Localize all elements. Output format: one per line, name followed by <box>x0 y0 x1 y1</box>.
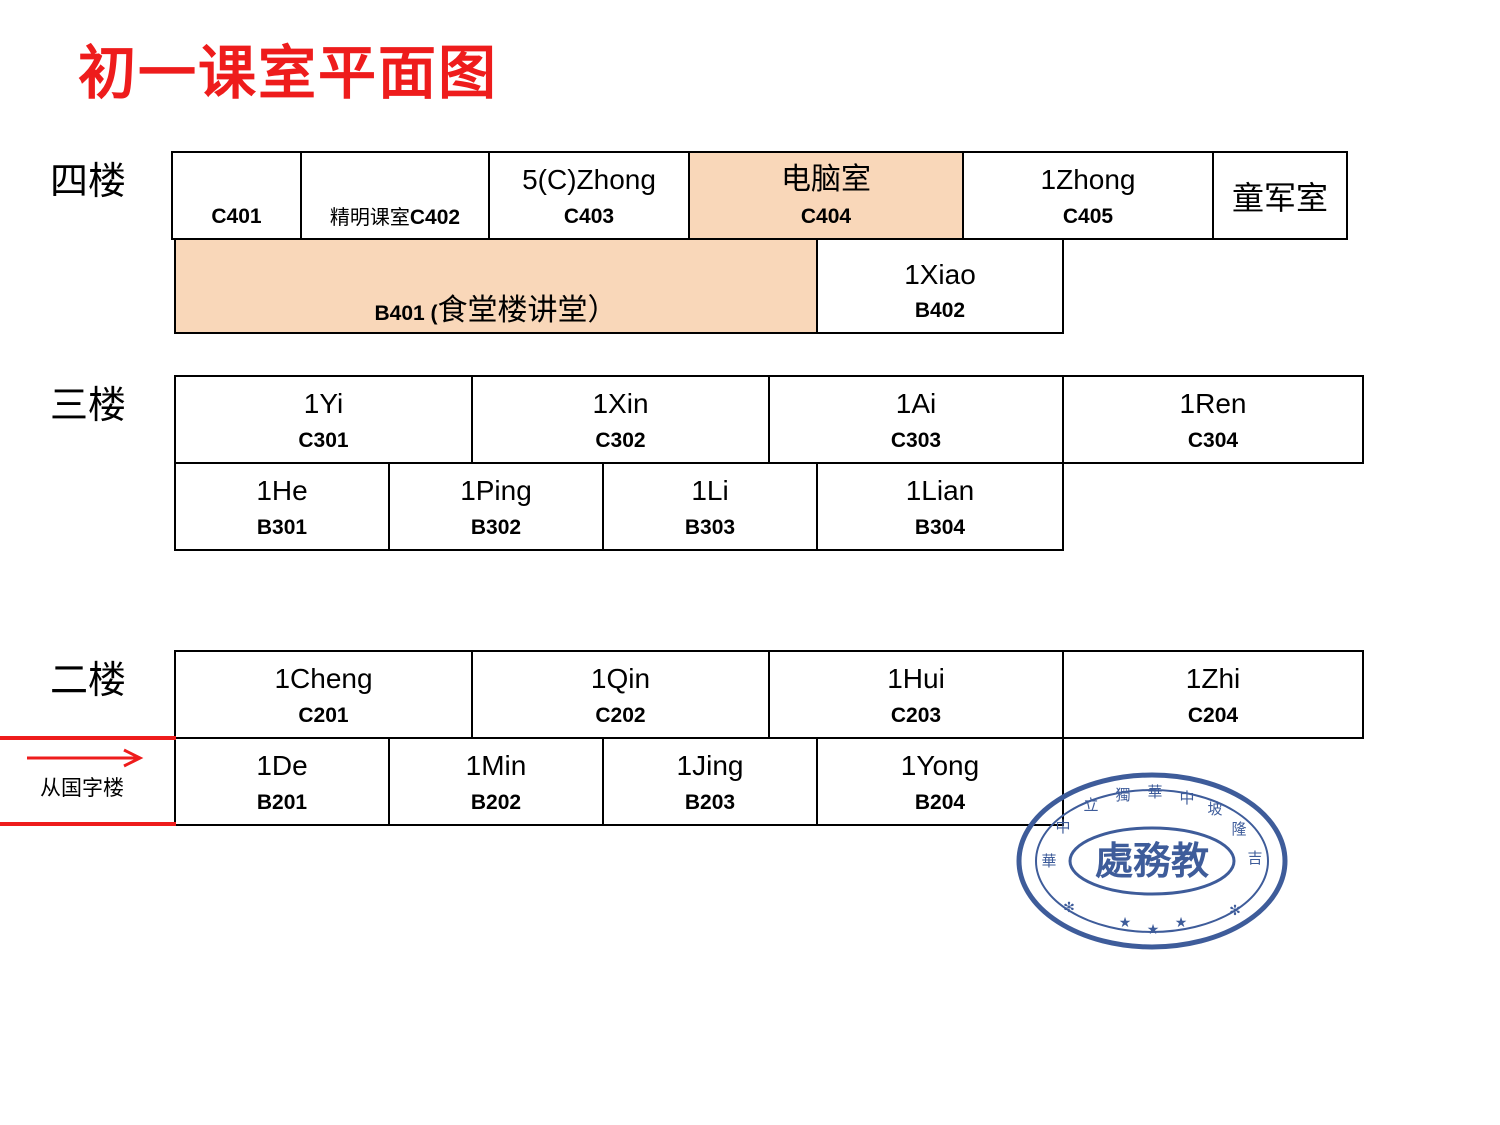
room-code: C303 <box>890 429 942 452</box>
seal-stamp: 處務教 華 中 立 獨 華 中 坡 隆 吉 ★ ★ ★ ✻ ✻ <box>1016 772 1288 950</box>
room-b201: 1De B201 <box>174 737 390 826</box>
room-name: 1Xiao <box>904 259 976 290</box>
room-name: 1Min <box>465 750 527 781</box>
room-name: 童军室 <box>1231 178 1328 217</box>
room-code: B401 ( <box>374 302 438 325</box>
svg-text:中: 中 <box>1055 818 1070 836</box>
room-name: 1Ren <box>1179 388 1247 419</box>
room-name: 1Li <box>691 475 729 506</box>
stamp-center-text: 處務教 <box>1095 838 1209 883</box>
room-code: C202 <box>595 704 646 727</box>
room-name: 1Yong <box>900 750 980 781</box>
room-code: B402 <box>914 299 966 322</box>
room-b301: 1He B301 <box>174 462 390 551</box>
entry-label: 从国字楼 <box>40 776 124 800</box>
room-b401-hall: B401 (食堂楼讲堂） <box>174 238 818 334</box>
room-c401: C401 <box>171 151 302 240</box>
room-code: C304 <box>1187 429 1239 452</box>
entry-corridor <box>0 736 176 826</box>
room-code: C401 <box>211 205 262 228</box>
right-arrow-icon <box>27 748 144 768</box>
svg-text:坡: 坡 <box>1207 800 1222 818</box>
room-b203: 1Jing B203 <box>602 737 818 826</box>
room-name: 1He <box>256 475 308 506</box>
room-code: B303 <box>684 516 736 539</box>
room-c404-computer-lab: 电脑室 C404 <box>688 151 964 240</box>
room-code: B301 <box>256 516 308 539</box>
room-name: 1Zhi <box>1185 663 1241 694</box>
room-name: 电脑室 <box>781 162 871 197</box>
room-name: 1De <box>256 750 308 781</box>
room-code: B202 <box>470 791 522 814</box>
room-c304: 1Ren C304 <box>1062 375 1364 464</box>
room-b303: 1Li B303 <box>602 462 818 551</box>
svg-text:★: ★ <box>1119 914 1132 930</box>
room-code: B302 <box>470 516 522 539</box>
svg-text:★: ★ <box>1147 921 1160 937</box>
svg-text:✻: ✻ <box>1063 899 1075 915</box>
room-name: 1Jing <box>676 750 744 781</box>
svg-text:獨: 獨 <box>1115 786 1130 804</box>
room-code: C405 <box>1062 205 1114 228</box>
room-name: 5(C)Zhong <box>522 164 656 195</box>
svg-text:華: 華 <box>1147 783 1162 801</box>
room-name: 1Qin <box>590 663 651 694</box>
room-name: 1Cheng <box>274 663 373 694</box>
room-code: C402 <box>409 206 461 229</box>
svg-text:立: 立 <box>1083 796 1098 814</box>
room-b402: 1Xiao B402 <box>816 238 1064 334</box>
room-c405: 1Zhong C405 <box>962 151 1214 240</box>
floor-label-3: 三楼 <box>50 383 127 427</box>
room-c403: 5(C)Zhong C403 <box>488 151 690 240</box>
room-code: B203 <box>684 791 736 814</box>
room-code: C302 <box>595 429 646 452</box>
room-b202: 1Min B202 <box>388 737 604 826</box>
svg-text:華: 華 <box>1041 852 1056 870</box>
room-c203: 1Hui C203 <box>768 650 1064 739</box>
room-code: C301 <box>298 429 349 452</box>
room-code-line: 精明课室C402 <box>302 203 488 232</box>
room-name: 1Lian <box>905 475 975 506</box>
room-code: B201 <box>256 791 308 814</box>
room-b302: 1Ping B302 <box>388 462 604 551</box>
floor-label-4: 四楼 <box>50 159 127 203</box>
room-code: C203 <box>890 704 942 727</box>
room-code: C204 <box>1187 704 1239 727</box>
room-c303: 1Ai C303 <box>768 375 1064 464</box>
room-c301: 1Yi C301 <box>174 375 473 464</box>
room-name: 1Zhong <box>1040 164 1136 195</box>
room-c201: 1Cheng C201 <box>174 650 473 739</box>
stamp-stars: ★ ★ ★ ✻ ✻ <box>1063 899 1241 937</box>
room-scout: 童军室 <box>1212 151 1348 240</box>
svg-text:吉: 吉 <box>1247 849 1262 867</box>
room-code: B304 <box>914 516 966 539</box>
svg-text:隆: 隆 <box>1231 820 1246 838</box>
room-code: C404 <box>800 205 852 228</box>
room-b304: 1Lian B304 <box>816 462 1064 551</box>
room-name: 1Ai <box>895 388 937 419</box>
room-name: 1Ping <box>460 475 532 506</box>
room-code-line: B401 (食堂楼讲堂） <box>176 296 816 328</box>
svg-text:✻: ✻ <box>1229 902 1241 918</box>
stamp-ring-text: 華 中 立 獨 華 中 坡 隆 吉 <box>1041 783 1262 870</box>
room-code: C201 <box>298 704 349 727</box>
room-code: C403 <box>563 205 615 228</box>
room-name: 1Yi <box>303 388 344 419</box>
room-suffix: 食堂楼讲堂） <box>437 293 618 328</box>
room-name: 1Xin <box>592 388 649 419</box>
room-code: B204 <box>914 791 966 814</box>
floor-label-2: 二楼 <box>50 658 127 702</box>
room-name: 1Hui <box>887 663 945 694</box>
room-c202: 1Qin C202 <box>471 650 770 739</box>
room-c204: 1Zhi C204 <box>1062 650 1364 739</box>
svg-text:★: ★ <box>1175 914 1188 930</box>
page-title: 初一课室平面图 <box>78 39 499 107</box>
room-prefix: 精明课室 <box>329 205 410 229</box>
room-b204: 1Yong B204 <box>816 737 1064 826</box>
room-c402: 精明课室C402 <box>300 151 490 240</box>
room-c302: 1Xin C302 <box>471 375 770 464</box>
svg-text:中: 中 <box>1179 789 1194 807</box>
